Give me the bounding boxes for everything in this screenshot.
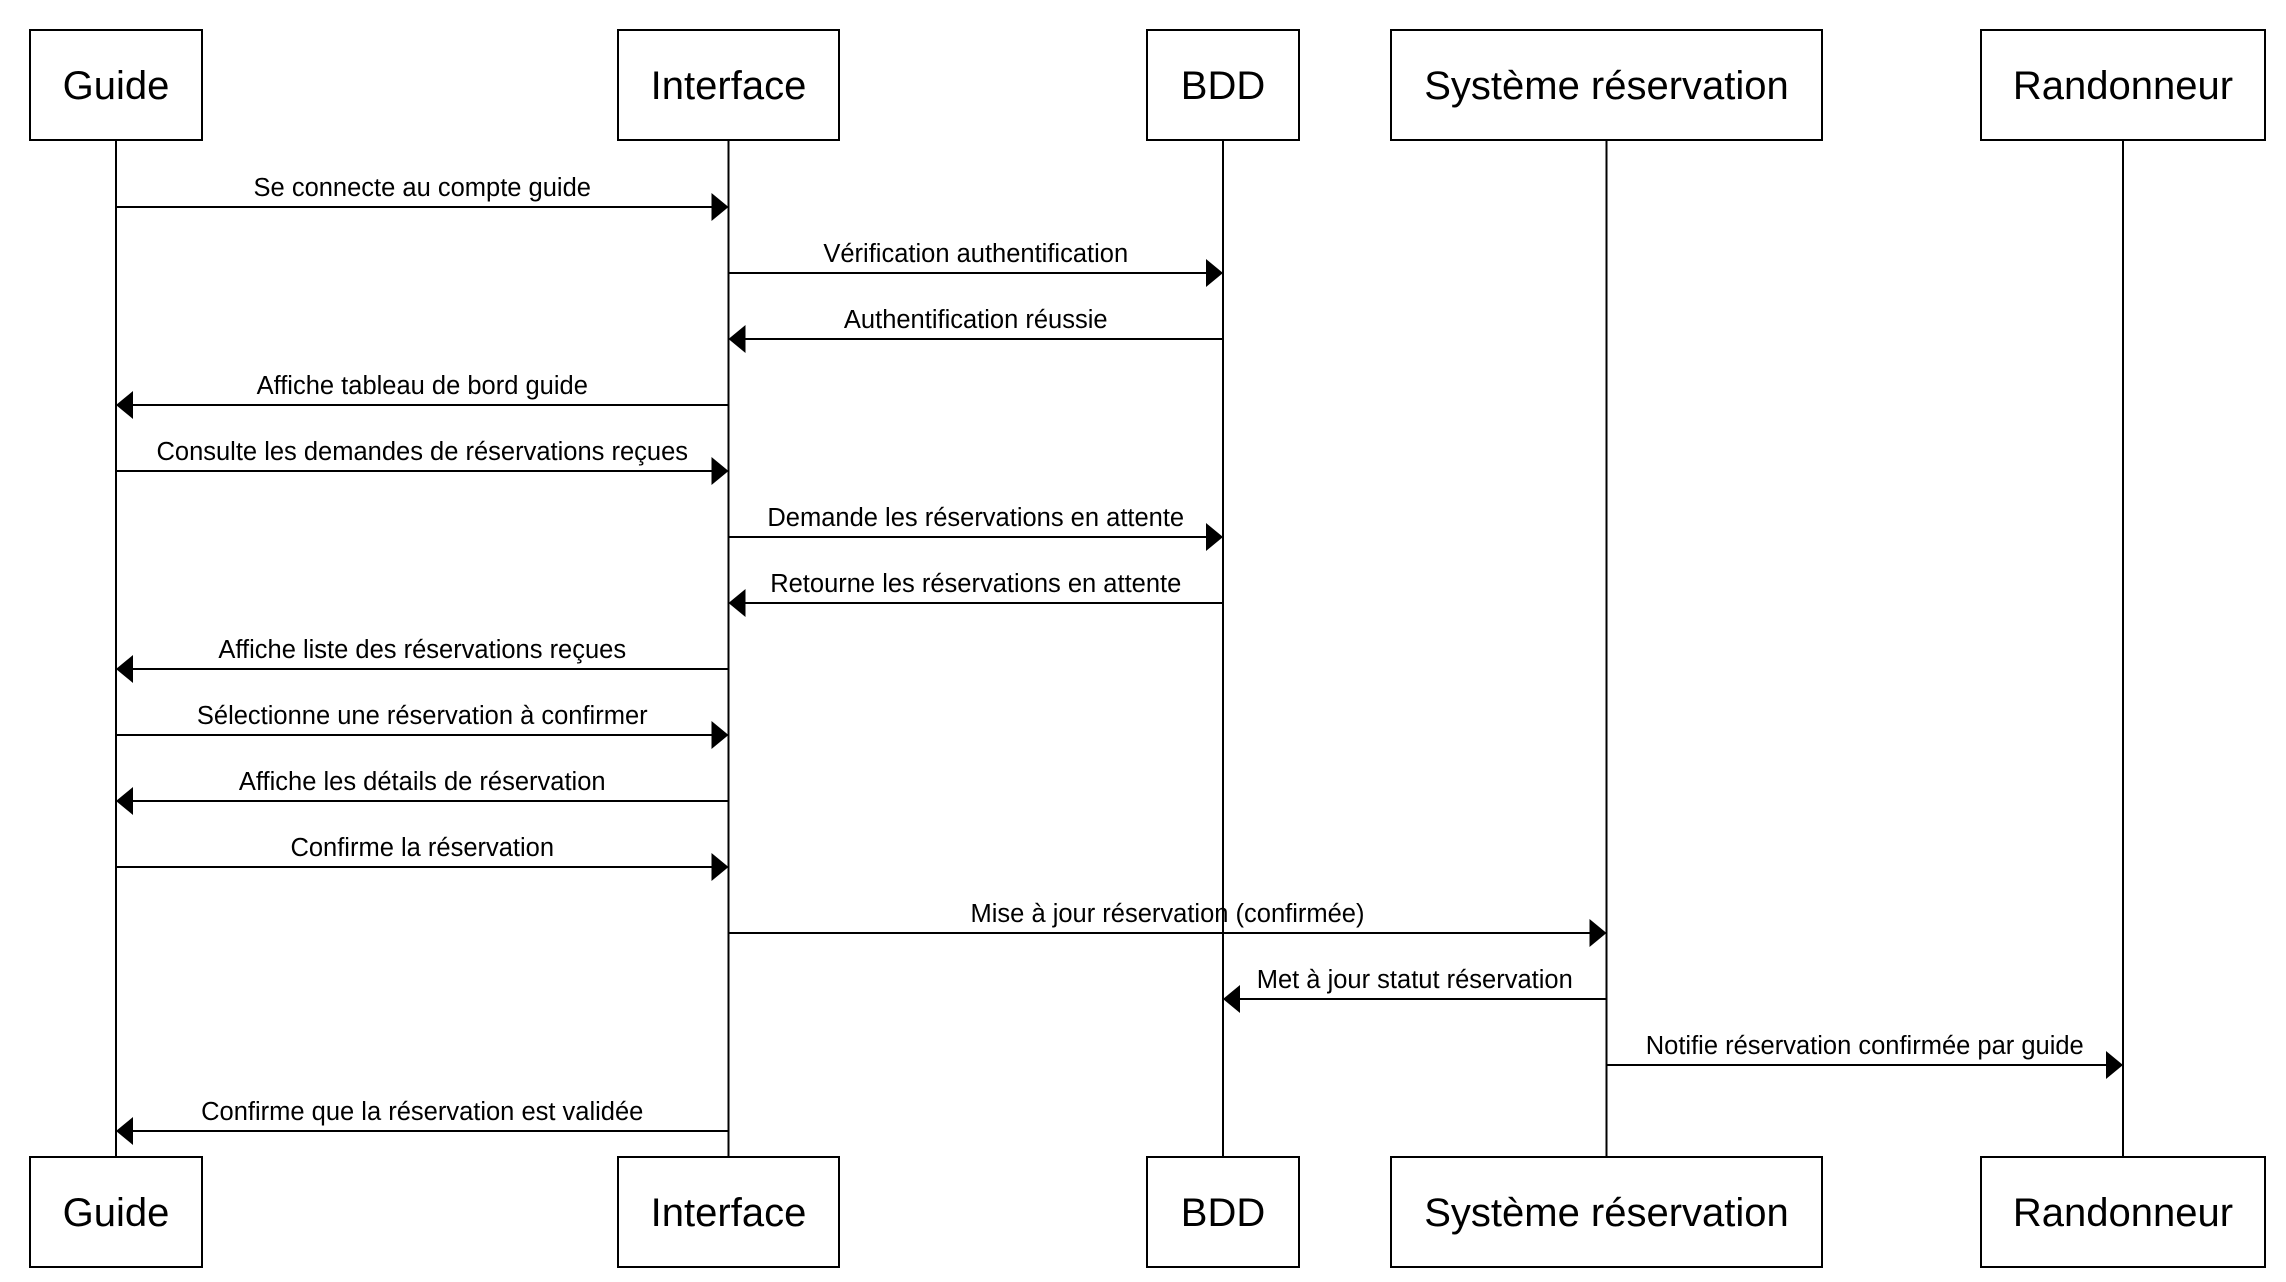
message-1: Se connecte au compte guide	[116, 174, 729, 221]
message-label: Affiche liste des réservations reçues	[218, 636, 626, 664]
message-10: Affiche les détails de réservation	[116, 768, 729, 815]
arrowhead-icon	[116, 1117, 133, 1145]
participant-label: Guide	[63, 64, 170, 108]
arrowhead-icon	[711, 721, 729, 749]
participant-box	[29, 1156, 203, 1268]
message-label: Consulte les demandes de réservations re…	[156, 438, 688, 466]
participant-label: BDD	[1181, 64, 1265, 108]
participant-label: Guide	[63, 1191, 170, 1235]
message-label: Confirme la réservation	[290, 834, 554, 862]
message-label: Sélectionne une réservation à confirmer	[197, 702, 648, 730]
message-6: Demande les réservations en attente	[728, 504, 1223, 551]
message-label: Retourne les réservations en attente	[770, 570, 1181, 598]
message-7: Retourne les réservations en attente	[728, 570, 1223, 617]
message-2: Vérification authentification	[728, 240, 1223, 287]
arrowhead-icon	[2106, 1051, 2123, 1079]
arrowhead-icon	[116, 391, 133, 419]
arrowhead-icon	[711, 853, 729, 881]
message-label: Se connecte au compte guide	[254, 174, 591, 202]
message-label: Affiche les détails de réservation	[239, 768, 606, 796]
participant-box	[1146, 1156, 1300, 1268]
arrowhead-icon	[1223, 985, 1240, 1013]
participant-box	[617, 29, 840, 141]
participant-label: Système réservation	[1424, 1191, 1789, 1235]
message-13: Met à jour statut réservation	[1223, 966, 1607, 1013]
message-label: Confirme que la réservation est validée	[201, 1098, 643, 1126]
messages: Se connecte au compte guideVérification …	[116, 174, 2123, 1145]
arrowhead-icon	[1589, 919, 1607, 947]
arrowhead-icon	[711, 193, 729, 221]
actors-bottom: Guide Interface BDD Système réservation Rand…	[29, 1156, 2266, 1268]
arrowhead-icon	[728, 325, 746, 353]
participant-label: BDD	[1181, 1191, 1265, 1235]
participant-label: Système réservation	[1424, 64, 1789, 108]
participant-guide-bottom: Guide	[29, 1156, 203, 1268]
message-label: Notifie réservation confirmée par guide	[1646, 1032, 2084, 1060]
message-label: Affiche tableau de bord guide	[257, 372, 588, 400]
participant-randonneur-top: Randonneur	[1980, 29, 2266, 141]
actors-top: Guide Interface BDD Système réservation Rand…	[29, 29, 2266, 141]
message-label: Met à jour statut réservation	[1257, 966, 1573, 994]
message-3: Authentification réussie	[728, 306, 1223, 353]
participant-label: Interface	[651, 64, 807, 108]
participant-box	[29, 29, 203, 141]
lifelines	[115, 140, 2124, 1157]
participant-box	[1146, 29, 1300, 141]
participant-box	[1980, 29, 2266, 141]
message-4: Affiche tableau de bord guide	[116, 372, 729, 419]
arrowhead-icon	[1206, 523, 1223, 551]
message-5: Consulte les demandes de réservations re…	[116, 438, 729, 485]
participant-interface-top: Interface	[617, 29, 840, 141]
arrowhead-icon	[1206, 259, 1223, 287]
message-label: Vérification authentification	[823, 240, 1128, 268]
message-label: Demande les réservations en attente	[767, 504, 1184, 532]
arrowhead-icon	[116, 787, 133, 815]
participant-label: Randonneur	[2013, 64, 2233, 108]
participant-randonneur-bottom: Randonneur	[1980, 1156, 2266, 1268]
participant-box	[1390, 29, 1823, 141]
participant-systeme-top: Système réservation	[1390, 29, 1823, 141]
participant-interface-bottom: Interface	[617, 1156, 840, 1268]
message-label: Mise à jour réservation (confirmée)	[971, 900, 1365, 928]
participant-guide-top: Guide	[29, 29, 203, 141]
message-8: Affiche liste des réservations reçues	[116, 636, 729, 683]
participant-box	[1390, 1156, 1823, 1268]
message-12: Mise à jour réservation (confirmée)	[728, 900, 1607, 947]
participant-bdd-top: BDD	[1146, 29, 1300, 141]
message-label: Authentification réussie	[844, 306, 1108, 334]
participant-systeme-bottom: Système réservation	[1390, 1156, 1823, 1268]
participant-bdd-bottom: BDD	[1146, 1156, 1300, 1268]
message-15: Confirme que la réservation est validée	[116, 1098, 729, 1145]
participant-box	[617, 1156, 840, 1268]
message-11: Confirme la réservation	[116, 834, 729, 881]
message-9: Sélectionne une réservation à confirmer	[116, 702, 729, 749]
arrowhead-icon	[711, 457, 729, 485]
participant-label: Interface	[651, 1191, 807, 1235]
participant-box	[1980, 1156, 2266, 1268]
participant-label: Randonneur	[2013, 1191, 2233, 1235]
message-14: Notifie réservation confirmée par guide	[1606, 1032, 2123, 1079]
arrowhead-icon	[116, 655, 133, 683]
arrowhead-icon	[728, 589, 746, 617]
